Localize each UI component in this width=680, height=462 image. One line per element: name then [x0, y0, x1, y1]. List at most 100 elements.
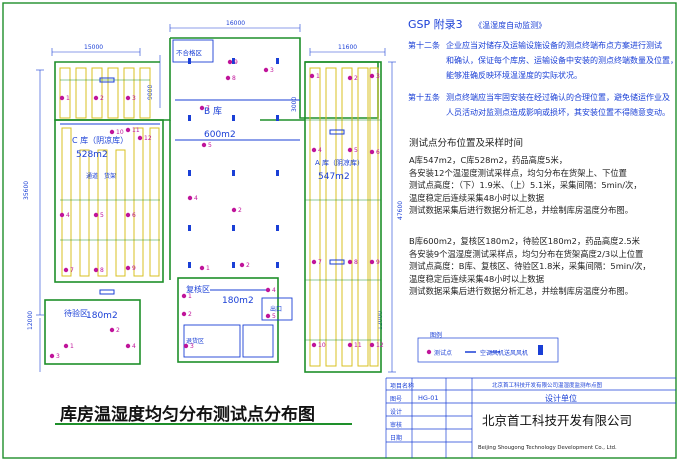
- gsp-heading: GSP 附录3 《温湿度自动监测》: [408, 16, 546, 32]
- label-corridor: 通道: [86, 172, 98, 180]
- tb-row5: 日期: [390, 435, 403, 442]
- test-point-number: 1: [188, 293, 192, 300]
- building-walls: [44, 37, 382, 373]
- para1-line: 测试点高度：（下）1.9米、（上）5.1米，采集间隔：5min/次，: [409, 180, 642, 191]
- test-point-marker: [93, 95, 99, 101]
- label-exit: 出口: [270, 305, 282, 313]
- para1-line: A库547m2，C库528m2，药品高度5米，: [409, 155, 568, 165]
- figure-caption: 库房温湿度均匀分布测试点分布图: [60, 405, 315, 425]
- article-12-line2: 和确认，保证每个库房、运输设备中安装的测点终端数量及位置，: [446, 56, 678, 65]
- test-point-number: 1: [70, 343, 74, 350]
- dim-top-width: 16000: [226, 20, 245, 27]
- article-15: 第十五条测点终端应当牢固安装在经过确认的合理位置，避免储运作业及 人员活动对监测…: [408, 90, 670, 120]
- label-room-b: B 库: [204, 105, 222, 117]
- test-point-number: 9: [234, 59, 238, 66]
- test-point-number: 12: [144, 135, 152, 142]
- label-room-a-area: 547m2: [318, 172, 350, 182]
- test-point-number: 2: [188, 311, 192, 318]
- dim-left-width: 15000: [84, 44, 103, 51]
- test-point-number: 4: [272, 287, 276, 294]
- article-12: 第十二条企业应当对储存及运输设施设备的测点终端布点方案进行测试 和确认，保证每个…: [408, 38, 678, 83]
- pillars: [188, 58, 279, 268]
- test-point-marker: [347, 342, 353, 348]
- test-point-number: 2: [116, 327, 120, 334]
- tb-row2: 图号: [390, 396, 403, 403]
- test-point-number: 4: [132, 343, 136, 350]
- test-point-marker: [137, 135, 143, 141]
- test-point-marker: [93, 267, 99, 273]
- test-point-marker: [369, 73, 375, 79]
- section-title: 测试点分布位置及采样时间: [409, 138, 524, 149]
- test-point-marker: [125, 265, 131, 271]
- dim-right-width: 11600: [338, 44, 357, 51]
- test-point-number: 5: [208, 142, 212, 149]
- test-point-number: 1: [66, 95, 70, 102]
- dim-right-height: 47600: [397, 201, 404, 220]
- test-point-number: 6: [376, 149, 380, 156]
- label-shelf: 货架: [104, 172, 116, 180]
- test-point-number: 3: [190, 343, 194, 350]
- tb-row1: 项目名称: [390, 383, 415, 390]
- para1-line: 温度稳定后连续采集48小时以上数据: [409, 192, 545, 203]
- test-point-number: 7: [206, 105, 210, 112]
- test-point-marker: [311, 259, 317, 265]
- test-point-marker: [369, 149, 375, 155]
- article-15-line2: 人员活动对监测点造成影响或损坏，其安装位置不得随意变动。: [446, 108, 670, 117]
- dim-mid-right-height: 3000: [291, 97, 298, 112]
- test-point-marker: [187, 195, 193, 201]
- gsp-subtitle: 《温湿度自动监测》: [474, 21, 547, 30]
- para1-line: 各安装12个温湿度测试采样点，均匀分布在货架上、下位置: [409, 167, 627, 178]
- test-point-number: 11: [354, 342, 362, 349]
- test-point-marker: [311, 342, 317, 348]
- label-repack: 复核区: [186, 284, 210, 294]
- test-point-marker: [125, 212, 131, 218]
- label-room-c: C 库（阴凉库）: [72, 135, 128, 145]
- para2-line: 测试数据采集后进行数据分析汇总，并绘制库房温度分布图。: [409, 286, 634, 297]
- test-point-number: 2: [246, 262, 250, 269]
- paragraph-2: B库600m2，复核区180m2，待验区180m2，药品高度2.5米各安装9个温…: [409, 235, 651, 298]
- test-point-number: 5: [354, 147, 358, 154]
- label-return-zone: 退货区: [186, 337, 204, 345]
- test-point-number: 1: [316, 73, 320, 80]
- test-point-marker: [63, 267, 69, 273]
- dim-left-height: 35600: [23, 181, 30, 200]
- test-point-number: 4: [66, 212, 70, 219]
- test-point-number: 9: [132, 265, 136, 272]
- para1-line: 测试数据采集后进行数据分析汇总，并绘制库房温度分布图。: [409, 205, 634, 216]
- article-12-no: 第十二条: [408, 41, 440, 50]
- test-point-marker: [231, 207, 237, 213]
- test-point-number: 3: [56, 353, 60, 360]
- tb-drawing-no: HG-01: [418, 394, 439, 402]
- label-reject-zone: 不合格区: [176, 48, 203, 57]
- test-point-number: 7: [70, 267, 74, 274]
- test-point-number: 1: [206, 265, 210, 272]
- article-12-line3: 能够准确反映环境温湿度的实际状况。: [446, 71, 582, 80]
- shelving-racks: [59, 67, 379, 367]
- test-point-marker: [227, 59, 233, 65]
- legend-fan: 空调风机: [480, 350, 505, 357]
- test-point-marker: [109, 327, 115, 333]
- test-point-marker: [265, 287, 271, 293]
- label-pending: 待验区: [64, 308, 88, 318]
- label-room-a: A 库（阴凉库）: [315, 158, 364, 167]
- test-point-marker: [125, 343, 131, 349]
- tb-design-unit: 设计单位: [545, 394, 577, 403]
- room-partitions: [60, 39, 300, 358]
- test-point-number: 9: [376, 259, 380, 266]
- fan-units: [99, 77, 345, 295]
- test-point-number: 6: [132, 212, 136, 219]
- test-point-marker: [309, 73, 315, 79]
- test-point-number: 2: [238, 207, 242, 214]
- test-point-marker: [59, 212, 65, 218]
- label-repack-area: 180m2: [222, 296, 254, 306]
- test-point-marker: [181, 311, 187, 317]
- tb-company-en: Beijing Shougong Technology Development …: [478, 445, 617, 451]
- test-point-marker: [265, 313, 271, 319]
- test-point-marker: [181, 293, 187, 299]
- test-point-marker: [347, 75, 353, 81]
- article-15-line1: 测点终端应当牢固安装在经过确认的合理位置，避免储运作业及: [446, 93, 670, 102]
- tb-row4: 审核: [390, 422, 403, 429]
